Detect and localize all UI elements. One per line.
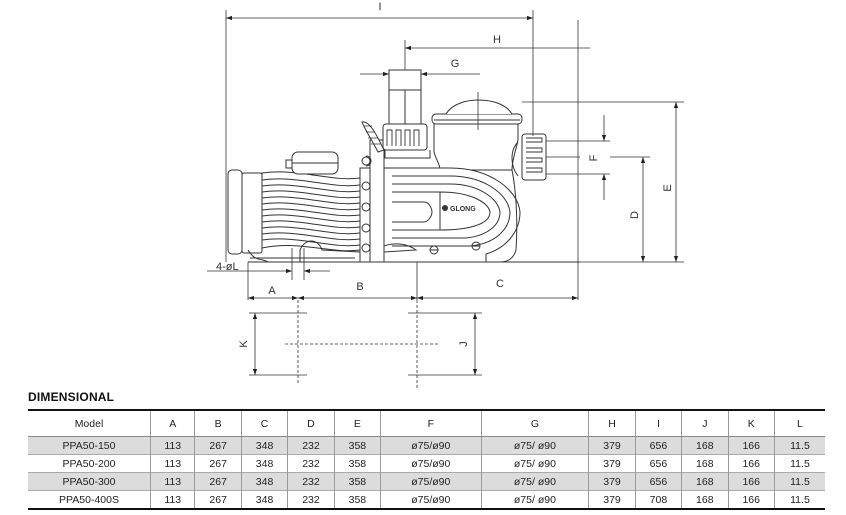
- dimension-table: Model A B C D E F G H I J K L PPA50-150 …: [28, 409, 825, 510]
- col-header-d: D: [287, 410, 335, 437]
- cell: ø75/ ø90: [480, 436, 589, 455]
- cell: 358: [333, 490, 381, 509]
- cell: 166: [727, 454, 775, 473]
- cell: 11.5: [773, 436, 825, 455]
- cell: 113: [149, 454, 195, 473]
- dim-label-a: A: [268, 285, 276, 297]
- cell: 656: [634, 454, 682, 473]
- cell: 267: [194, 454, 242, 473]
- dim-label-k: K: [238, 340, 250, 348]
- col-header-e: E: [333, 410, 381, 437]
- cell: ø75/ø90: [380, 436, 482, 455]
- cell: 267: [194, 490, 242, 509]
- table-header-row: Model A B C D E F G H I J K L: [28, 410, 825, 437]
- cell-model: PPA50-400S: [59, 493, 119, 506]
- col-header-f: F: [380, 410, 482, 437]
- col-header-g: G: [480, 410, 589, 437]
- cell: 232: [287, 490, 335, 509]
- dim-label-h: H: [493, 34, 501, 46]
- cell: 379: [588, 436, 636, 455]
- cell-model: PPA50-150: [62, 439, 116, 452]
- cell: 166: [727, 490, 775, 509]
- cell: 379: [588, 490, 636, 509]
- dim-label-i: I: [378, 1, 381, 13]
- cell: 11.5: [773, 472, 825, 491]
- cell: 113: [149, 490, 195, 509]
- cell: 708: [634, 490, 682, 509]
- cell: 113: [149, 436, 195, 455]
- table-row: PPA50-300 113 267 348 232 358 ø75/ø90 ø7…: [28, 472, 825, 491]
- cell: 348: [240, 472, 288, 491]
- cell-model: PPA50-200: [62, 457, 116, 470]
- cell: ø75/ ø90: [480, 472, 589, 491]
- cell: ø75/ø90: [380, 490, 482, 509]
- table-row: PPA50-200 113 267 348 232 358 ø75/ø90 ø7…: [28, 454, 825, 473]
- cell: ø75/ ø90: [480, 490, 589, 509]
- cell: 168: [681, 490, 729, 509]
- cell: 267: [194, 436, 242, 455]
- cell: 232: [287, 472, 335, 491]
- dim-label-b: B: [356, 281, 363, 293]
- strainer-lid: [431, 113, 523, 125]
- cell: 348: [240, 436, 288, 455]
- cell: 656: [634, 436, 682, 455]
- cell: 168: [681, 472, 729, 491]
- cell-model: PPA50-300: [62, 475, 116, 488]
- cell: ø75/ ø90: [480, 454, 589, 473]
- cell: 348: [240, 490, 288, 509]
- logo-text: GLONG: [450, 206, 476, 213]
- cell: 232: [287, 436, 335, 455]
- col-header-h: H: [588, 410, 636, 437]
- cell: 11.5: [773, 490, 825, 509]
- cell: 267: [194, 472, 242, 491]
- motor-cooling-fins: [261, 171, 361, 252]
- col-header-c: C: [240, 410, 288, 437]
- cell: 11.5: [773, 454, 825, 473]
- strainer-pot: [433, 121, 519, 171]
- col-header-j: J: [681, 410, 729, 437]
- dimension-lines: [207, 10, 684, 390]
- dim-label-l: 4-øL: [216, 261, 239, 273]
- cell: 168: [681, 454, 729, 473]
- pump-outline: [227, 69, 580, 263]
- motor-end-cap: [227, 169, 243, 255]
- cell: 348: [240, 454, 288, 473]
- cell: 168: [681, 436, 729, 455]
- dim-label-f: F: [588, 154, 600, 161]
- section-title: DIMENSIONAL: [28, 390, 115, 404]
- dim-label-j: J: [458, 341, 470, 347]
- cell: ø75/ø90: [380, 454, 482, 473]
- cell: 358: [333, 454, 381, 473]
- table-row: PPA50-150 113 267 348 232 358 ø75/ø90 ø7…: [28, 436, 825, 455]
- col-header-model: Model: [28, 410, 151, 437]
- col-header-a: A: [149, 410, 195, 437]
- col-header-b: B: [194, 410, 242, 437]
- col-header-l: L: [773, 410, 825, 437]
- cell: 656: [634, 472, 682, 491]
- cell: 379: [588, 472, 636, 491]
- col-header-k: K: [727, 410, 775, 437]
- cell: 113: [149, 472, 195, 491]
- flange-bolts: [361, 155, 372, 253]
- dim-label-e: E: [662, 184, 674, 191]
- cell: 379: [588, 454, 636, 473]
- cell: 358: [333, 472, 381, 491]
- dim-label-d: D: [629, 211, 641, 219]
- cell: 232: [287, 454, 335, 473]
- cell: 166: [727, 436, 775, 455]
- table-row: PPA50-400S 113 267 348 232 358 ø75/ø90 ø…: [28, 490, 825, 509]
- cell: ø75/ø90: [380, 472, 482, 491]
- dim-label-g: G: [451, 58, 460, 70]
- cell: 358: [333, 436, 381, 455]
- dim-label-c: C: [496, 278, 504, 290]
- logo-icon: [442, 205, 448, 211]
- cell: 166: [727, 472, 775, 491]
- col-header-i: I: [634, 410, 682, 437]
- pump-dimension-drawing: GLONG: [207, 1, 684, 390]
